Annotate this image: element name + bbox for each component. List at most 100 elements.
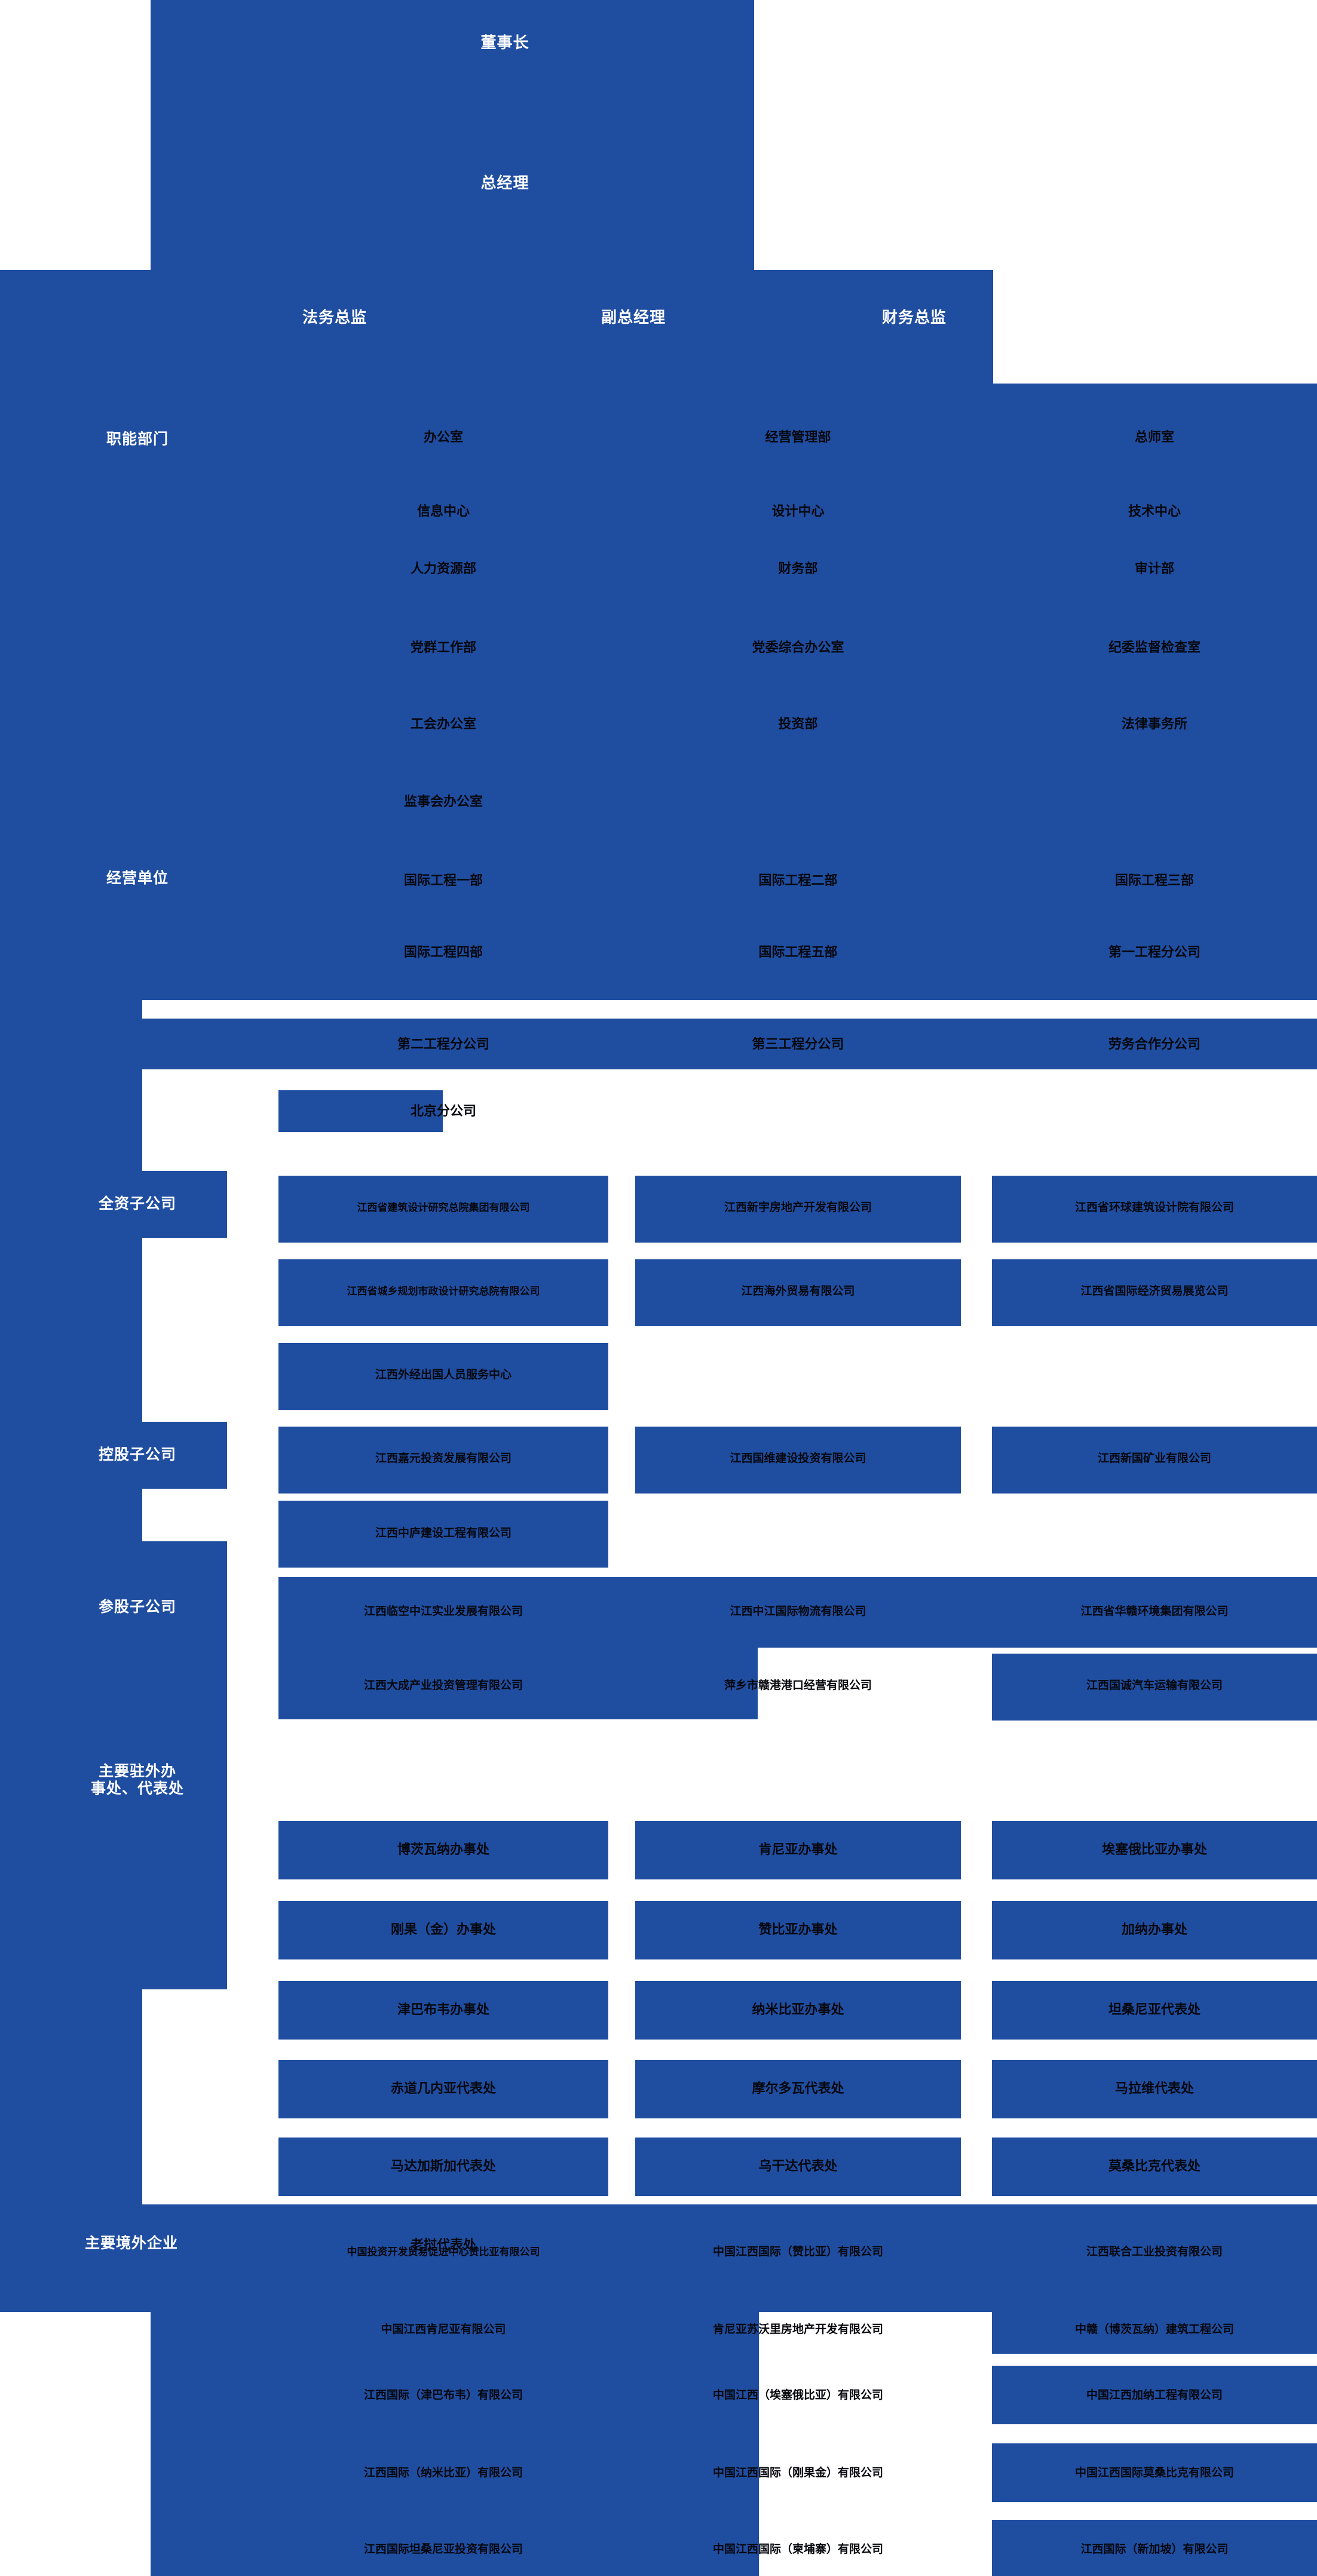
node-business-unit-r1c2[interactable]: 第一工程分公司 — [1108, 944, 1200, 960]
node-office-r3c1[interactable]: 摩尔多瓦代表处 — [752, 2081, 844, 2096]
node-enterprise-r4c1[interactable]: 中国江西国际（柬埔寨）有限公司 — [712, 2543, 883, 2556]
node-chairman[interactable]: 董事长 — [480, 33, 529, 52]
node-functional-r2c2[interactable]: 审计部 — [1134, 561, 1174, 576]
node-office-r0c1[interactable]: 肯尼亚办事处 — [758, 1842, 838, 1857]
node-office-r4c2[interactable]: 莫桑比克代表处 — [1108, 2158, 1200, 2174]
node-functional-r1c0[interactable]: 信息中心 — [416, 504, 470, 519]
plate-branch-row — [142, 1019, 1317, 1069]
node-wholly-owned-r0c0[interactable]: 江西省建筑设计研究总院集团有限公司 — [357, 1202, 530, 1214]
node-enterprise-r3c2[interactable]: 中国江西国际莫桑比克有限公司 — [1074, 2467, 1234, 2480]
node-functional-r0c1[interactable]: 经营管理部 — [765, 430, 831, 445]
node-enterprise-r0c2[interactable]: 江西联合工业投资有限公司 — [1086, 2246, 1223, 2259]
node-office-r0c2[interactable]: 埃塞俄比亚办事处 — [1101, 1842, 1207, 1857]
node-office-r1c1[interactable]: 赞比亚办事处 — [758, 1922, 838, 1937]
plate-equity-r2c3 — [992, 1654, 1317, 1721]
node-enterprise-r0c1[interactable]: 中国江西国际（赞比亚）有限公司 — [712, 2246, 883, 2259]
node-business-unit-r0c1[interactable]: 国际工程二部 — [758, 873, 838, 888]
node-functional-r1c2[interactable]: 技术中心 — [1128, 504, 1181, 519]
node-functional-r3c1[interactable]: 党委综合办公室 — [752, 640, 844, 655]
node-wholly-owned-r0c1[interactable]: 江西新宇房地产开发有限公司 — [724, 1201, 872, 1215]
node-holding-r1c0[interactable]: 江西中庐建设工程有限公司 — [375, 1527, 512, 1540]
node-enterprise-r1c2[interactable]: 中赣（博茨瓦纳）建筑工程公司 — [1074, 2323, 1234, 2336]
node-office-r2c2[interactable]: 坦桑尼亚代表处 — [1108, 2002, 1200, 2017]
plate-equity-r1 — [278, 1577, 1317, 1648]
node-holding-r0c0[interactable]: 江西嘉元投资发展有限公司 — [375, 1452, 512, 1465]
section-label-functional: 职能部门 — [106, 430, 169, 447]
node-enterprise-r4c0[interactable]: 江西国际坦桑尼亚投资有限公司 — [363, 2543, 523, 2556]
node-general-manager[interactable]: 总经理 — [480, 174, 529, 192]
node-business-unit-r2c2[interactable]: 劳务合作分公司 — [1108, 1036, 1200, 1052]
node-wholly-owned-r1c0[interactable]: 江西省城乡规划市政设计研究总院有限公司 — [347, 1286, 540, 1298]
node-business-unit-r1c0[interactable]: 国际工程四部 — [403, 944, 483, 960]
node-wholly-owned-r1c2[interactable]: 江西省国际经济贸易展览公司 — [1080, 1285, 1229, 1298]
section-label-equity: 参股子公司 — [98, 1598, 176, 1615]
node-legal-director[interactable]: 法务总监 — [302, 308, 367, 327]
node-office-r4c0[interactable]: 马达加斯加代表处 — [390, 2158, 496, 2174]
node-business-unit-r2c0[interactable]: 第二工程分公司 — [397, 1036, 489, 1052]
node-functional-r3c0[interactable]: 党群工作部 — [410, 640, 476, 655]
section-label-business-units: 经营单位 — [106, 869, 169, 887]
node-holding-r0c2[interactable]: 江西新国矿业有限公司 — [1097, 1452, 1211, 1465]
node-finance-director[interactable]: 财务总监 — [881, 308, 947, 327]
node-enterprise-r2c2[interactable]: 中国江西加纳工程有限公司 — [1086, 2389, 1223, 2402]
node-office-r3c0[interactable]: 赤道几内亚代表处 — [390, 2081, 496, 2096]
node-equity-r0c1[interactable]: 江西中江国际物流有限公司 — [730, 1605, 866, 1618]
plate-offices-r4c2 — [635, 2060, 961, 2118]
node-enterprise-r0c0[interactable]: 中国投资开发贸易促进中心赞比亚有限公司 — [347, 2246, 540, 2258]
node-equity-r0c0[interactable]: 江西临空中江实业发展有限公司 — [363, 1605, 523, 1618]
node-functional-r4c1[interactable]: 投资部 — [778, 716, 818, 732]
plate-executive-row — [0, 270, 993, 384]
node-business-unit-r3c0[interactable]: 北京分公司 — [410, 1103, 476, 1119]
node-office-r5c0[interactable]: 老挝代表处 — [410, 2237, 476, 2253]
node-office-r1c2[interactable]: 加纳办事处 — [1121, 1922, 1187, 1937]
node-functional-r4c2[interactable]: 法律事务所 — [1121, 716, 1187, 732]
node-equity-r1c1[interactable]: 萍乡市赣港港口经营有限公司 — [724, 1679, 872, 1692]
node-enterprise-r1c0[interactable]: 中国江西肯尼亚有限公司 — [381, 2323, 506, 2336]
plate-ent-r2c3 — [992, 2282, 1317, 2354]
plate-offices-label — [78, 1792, 227, 1989]
plate-offices-r5c3 — [992, 2138, 1317, 2196]
plate-ent-r4c3 — [992, 2443, 1317, 2502]
node-office-r4c1[interactable]: 乌干达代表处 — [758, 2158, 838, 2174]
node-office-r1c0[interactable]: 刚果（金）办事处 — [390, 1922, 496, 1937]
node-office-r0c0[interactable]: 博茨瓦纳办事处 — [397, 1842, 489, 1857]
node-enterprise-r1c1[interactable]: 肯尼亚苏沃里房地产开发有限公司 — [712, 2323, 883, 2336]
plate-holding-r1c2 — [635, 1427, 961, 1494]
node-holding-r0c1[interactable]: 江西国维建设投资有限公司 — [730, 1452, 866, 1465]
node-business-unit-r0c2[interactable]: 国际工程三部 — [1114, 873, 1194, 888]
node-functional-r1c1[interactable]: 设计中心 — [771, 504, 825, 519]
plate-offices-r5c2 — [635, 2138, 961, 2196]
node-business-unit-r2c1[interactable]: 第三工程分公司 — [752, 1036, 844, 1052]
node-equity-r1c0[interactable]: 江西大成产业投资管理有限公司 — [363, 1679, 523, 1692]
node-enterprise-r2c0[interactable]: 江西国际（津巴布韦）有限公司 — [363, 2389, 523, 2402]
node-wholly-owned-r1c1[interactable]: 江西海外贸易有限公司 — [741, 1285, 855, 1298]
node-enterprise-r4c2[interactable]: 江西国际（新加坡）有限公司 — [1080, 2543, 1229, 2556]
node-functional-r2c0[interactable]: 人力资源部 — [410, 561, 476, 576]
plate-ent-r5c3 — [992, 2520, 1317, 2576]
node-enterprise-r3c1[interactable]: 中国江西国际（刚果金）有限公司 — [712, 2467, 883, 2480]
node-enterprise-r2c1[interactable]: 中国江西（埃塞俄比亚）有限公司 — [712, 2389, 883, 2402]
node-equity-r0c2[interactable]: 江西省华赣环境集团有限公司 — [1080, 1605, 1229, 1618]
node-office-r2c1[interactable]: 纳米比亚办事处 — [752, 2002, 844, 2017]
plate-offices-r5c1 — [278, 2138, 608, 2196]
node-functional-r0c0[interactable]: 办公室 — [423, 430, 463, 445]
plate-wholly-r2c2 — [635, 1259, 961, 1326]
node-business-unit-r1c1[interactable]: 国际工程五部 — [758, 944, 838, 960]
section-label-overseas-enterprises: 主要境外企业 — [84, 2234, 178, 2252]
node-enterprise-r3c0[interactable]: 江西国际（纳米比亚）有限公司 — [363, 2467, 523, 2480]
node-deputy-general-manager[interactable]: 副总经理 — [601, 308, 666, 327]
node-equity-r1c2[interactable]: 江西国诚汽车运输有限公司 — [1086, 1679, 1223, 1692]
node-functional-r4c0[interactable]: 工会办公室 — [410, 716, 476, 732]
node-functional-r0c2[interactable]: 总师室 — [1134, 430, 1174, 445]
node-office-r3c2[interactable]: 马拉维代表处 — [1114, 2081, 1194, 2096]
node-functional-r3c2[interactable]: 纪委监督检查室 — [1108, 640, 1200, 655]
section-label-wholly-owned: 全资子公司 — [98, 1195, 176, 1212]
node-wholly-owned-r2c0[interactable]: 江西外经出国人员服务中心 — [375, 1369, 512, 1382]
node-functional-r2c1[interactable]: 财务部 — [778, 561, 818, 576]
plate-equity-r2c1 — [278, 1648, 758, 1719]
node-functional-r5c0[interactable]: 监事会办公室 — [403, 794, 483, 809]
node-business-unit-r0c0[interactable]: 国际工程一部 — [403, 873, 483, 888]
node-office-r2c0[interactable]: 津巴布韦办事处 — [397, 2002, 489, 2017]
plate-offices-r3c2 — [635, 1981, 961, 2040]
node-wholly-owned-r0c2[interactable]: 江西省环球建筑设计院有限公司 — [1074, 1201, 1234, 1215]
